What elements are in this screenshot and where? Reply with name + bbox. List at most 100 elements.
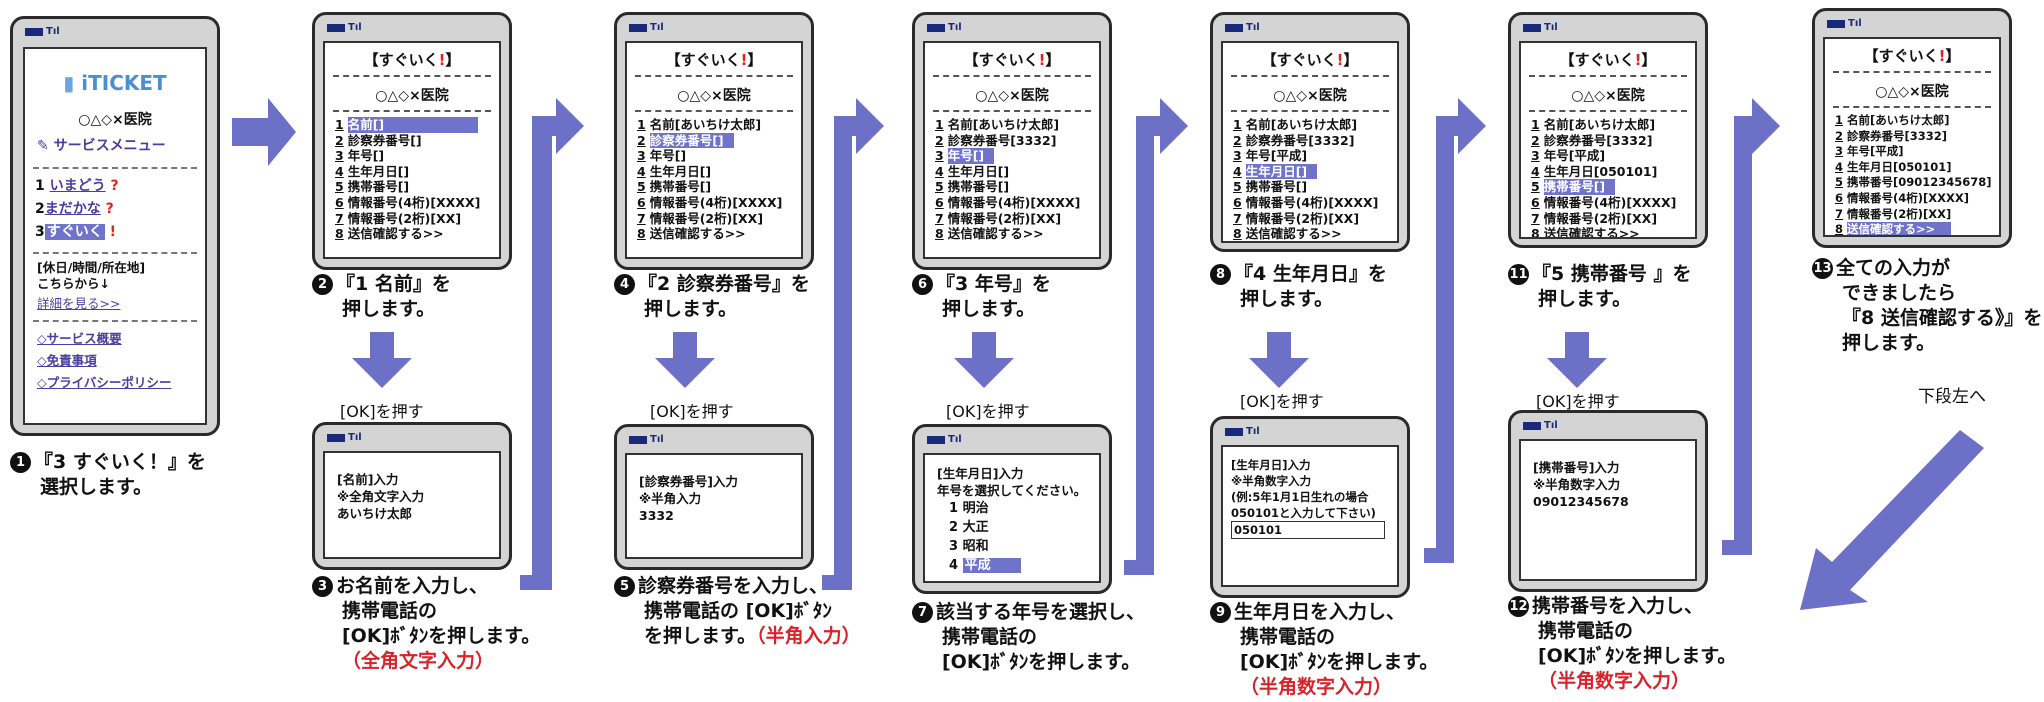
input-screen-name: [名前]入力 ※全角文字入力 あいちけ太郎: [323, 451, 501, 559]
signal-icon: Tıl: [1225, 427, 1260, 437]
signal-icon: Tıl: [327, 23, 362, 33]
details-link[interactable]: 詳細を見る>>: [37, 296, 121, 311]
down-arrow-4: [1249, 332, 1309, 388]
footer-links: ◇サービス概要 ◇免責事項 ◇プライバシーポリシー: [37, 328, 205, 394]
link-service-overview[interactable]: ◇サービス概要: [37, 331, 122, 346]
signal-icon: Tıl: [629, 23, 664, 33]
era-option-heisei[interactable]: 4 平成: [949, 556, 1099, 575]
option-madakana[interactable]: 2まだかな ?: [35, 201, 114, 217]
era-option-showa[interactable]: 3 昭和: [949, 539, 989, 554]
question-icon: ?: [105, 201, 114, 217]
link-disclaimer[interactable]: ◇免責事項: [37, 353, 97, 368]
info-text: [休日/時間/所在地] こちらから↓ 詳細を見る>>: [37, 260, 205, 312]
signal-icon: Tıl: [1523, 421, 1558, 431]
down-arrow-5: [1547, 332, 1607, 388]
input-note: ※半角入力: [639, 491, 702, 506]
question-icon: ?: [110, 178, 119, 194]
caption-11: 11『5 携帯番号 』を 押します。: [1508, 263, 1692, 310]
era-option-taisho[interactable]: 2 大正: [949, 520, 989, 535]
service-menu-heading: ✎ サービスメニュー: [37, 138, 166, 154]
ok-label-2: [OK]を押す: [650, 402, 734, 421]
link-privacy-policy[interactable]: ◇プライバシーポリシー: [37, 375, 172, 390]
caption-4: 4『2 診察券番号』を 押します。: [614, 272, 810, 322]
connector-arrow-2: [822, 98, 884, 590]
input-screen-card: [診察券番号]入力 ※半角入力 3332: [625, 453, 803, 559]
exclamation-icon: !: [109, 224, 117, 240]
ok-label-3: [OK]を押す: [946, 402, 1030, 421]
hospital-name: ○△◇×医院: [677, 88, 751, 104]
input-example-1: (例:5年1月1日生れの場合: [1231, 490, 1369, 504]
hospital-name: ○△◇×医院: [1571, 88, 1645, 104]
input-value: 3332: [639, 508, 674, 523]
option-imadou[interactable]: 1 いまどう ?: [35, 178, 119, 194]
era-options: 1 明治 2 大正 3 昭和 4 平成: [949, 499, 1099, 575]
caption-8: 8『4 生年月日』を 押します。: [1210, 262, 1387, 312]
hospital-name: ○△◇×医院: [1273, 88, 1347, 104]
signal-icon: Tıl: [927, 23, 962, 33]
birthdate-field[interactable]: 050101: [1231, 521, 1385, 539]
down-arrow-1: [352, 332, 412, 388]
screen-title: 【すぐいく!】: [1261, 51, 1359, 69]
era-option-meiji[interactable]: 1 明治: [949, 501, 989, 516]
